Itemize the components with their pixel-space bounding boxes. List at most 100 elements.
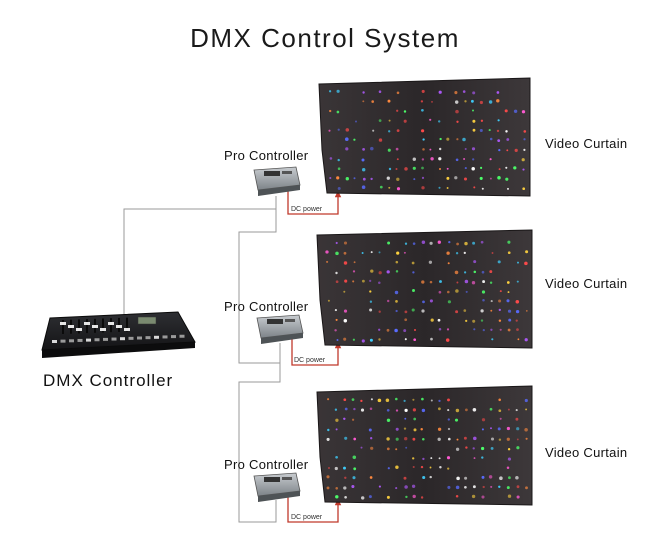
led-dot-1-28: [370, 146, 374, 151]
led-dot-2-79: [446, 251, 450, 255]
led-dot-3-47: [387, 467, 390, 470]
led-dot-2-2: [327, 299, 330, 302]
led-dot-3-79: [420, 465, 424, 469]
video-curtain-label-1: Video Curtain: [545, 136, 627, 151]
led-dot-1-7: [337, 128, 340, 131]
led-dot-1-126: [505, 166, 508, 169]
led-dot-1-122: [504, 109, 508, 113]
led-dot-1-58: [421, 129, 425, 133]
led-dot-2-46: [394, 290, 399, 295]
fader-slot-0: [62, 320, 64, 334]
led-dot-1-46: [395, 168, 398, 170]
pro-controller-1: [253, 166, 301, 196]
led-dot-3-116: [472, 485, 476, 489]
led-dot-3-140: [506, 437, 510, 441]
led-dot-2-23: [361, 252, 364, 254]
led-dot-2-98: [472, 241, 476, 245]
led-dot-1-60: [422, 148, 425, 151]
led-dot-1-38: [388, 167, 392, 171]
led-dot-3-144: [507, 476, 511, 480]
led-dot-3-87: [437, 407, 441, 411]
console-button-11: [145, 336, 151, 340]
led-dot-1-115: [496, 99, 500, 103]
led-dot-3-137: [498, 485, 501, 488]
led-dot-1-101: [471, 166, 475, 171]
pro-controller-3: [253, 472, 301, 502]
led-dot-3-84: [429, 466, 432, 469]
led-dot-3-4: [326, 475, 330, 479]
curtain-3-leds: [326, 397, 528, 500]
led-dot-1-57: [421, 108, 424, 112]
led-dot-1-25: [361, 185, 366, 189]
led-dot-2-9: [334, 329, 337, 332]
led-dot-3-152: [515, 476, 519, 480]
led-dot-3-27: [352, 476, 356, 480]
led-dot-2-78: [448, 240, 451, 244]
dc-power-cables: [287, 190, 342, 523]
led-dot-1-31: [378, 119, 382, 122]
led-dot-2-58: [412, 271, 415, 274]
led-dot-2-96: [463, 309, 467, 312]
led-dot-3-37: [370, 446, 374, 450]
led-dot-1-10: [336, 176, 340, 180]
led-dot-1-52: [412, 157, 416, 161]
led-dot-2-62: [413, 338, 417, 342]
cable-controller-2-to-3: [238, 343, 281, 523]
led-dot-1-114: [496, 91, 500, 94]
led-dot-2-143: [524, 338, 528, 342]
led-dot-3-131: [498, 398, 501, 402]
led-dot-2-53: [404, 318, 408, 322]
led-dot-2-48: [395, 309, 398, 313]
led-dot-2-61: [414, 329, 416, 331]
led-dot-2-69: [429, 280, 433, 284]
led-dot-3-138: [507, 408, 510, 411]
led-dot-3-34: [369, 407, 373, 411]
led-dot-3-31: [360, 446, 363, 449]
fader-slot-8: [126, 317, 128, 332]
led-dot-3-46: [386, 447, 390, 451]
led-dot-2-30: [369, 300, 373, 303]
led-dot-3-77: [422, 438, 425, 441]
led-dot-2-63: [421, 240, 426, 245]
led-dot-1-36: [388, 130, 391, 133]
led-dot-2-18: [343, 337, 347, 341]
led-dot-1-12: [345, 128, 350, 132]
led-dot-1-35: [388, 119, 391, 122]
led-dot-1-109: [488, 100, 493, 104]
led-dot-2-10: [336, 339, 339, 341]
led-dot-1-116: [497, 119, 500, 122]
fader-knob-5: [100, 328, 106, 331]
led-dot-1-43: [396, 129, 400, 132]
led-dot-1-26: [371, 100, 375, 103]
led-dot-3-63: [404, 485, 408, 489]
fader-knob-7: [116, 325, 122, 328]
pro-controller-label-2: Pro Controller: [224, 299, 309, 314]
led-dot-1-20: [362, 100, 365, 103]
led-dot-3-51: [395, 427, 399, 431]
led-dot-2-19: [353, 261, 356, 264]
led-dot-2-12: [343, 251, 347, 255]
led-dot-2-119: [497, 260, 501, 264]
led-dot-3-94: [447, 418, 450, 421]
led-dot-2-60: [411, 308, 415, 312]
led-dot-1-47: [396, 177, 400, 181]
led-dot-1-78: [446, 176, 450, 180]
led-dot-2-50: [404, 242, 408, 245]
video-curtain-label-3: Video Curtain: [545, 445, 627, 460]
led-dot-3-2: [326, 437, 330, 441]
fader-slot-7: [118, 317, 120, 332]
led-dot-2-21: [352, 280, 355, 283]
led-dot-1-79: [446, 187, 449, 189]
console-button-2: [69, 339, 74, 343]
led-dot-2-113: [489, 270, 493, 274]
led-dot-1-128: [507, 187, 509, 190]
led-dot-1-106: [480, 166, 483, 169]
led-dot-1-131: [513, 166, 517, 170]
power-cable-1: [287, 190, 342, 215]
power-cable-2: [291, 338, 342, 366]
led-dot-2-28: [369, 279, 372, 282]
led-dot-2-109: [480, 309, 484, 313]
led-dot-3-95: [447, 427, 451, 431]
led-dot-1-85: [455, 158, 459, 162]
led-dot-1-107: [479, 176, 483, 180]
